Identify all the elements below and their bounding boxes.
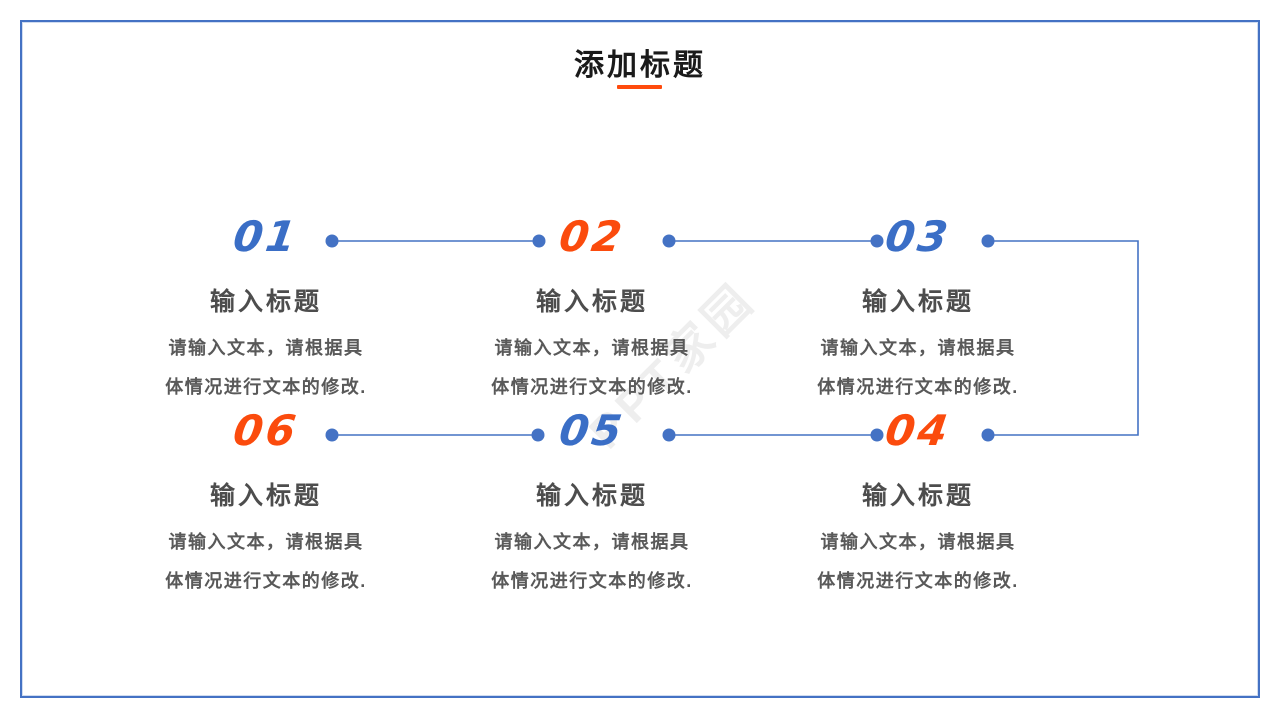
step-05-number: 05 <box>556 406 628 455</box>
step-01-heading: 输入标题 <box>209 288 322 316</box>
step-05-body: 请输入文本，请根据具 体情况进行文本的修改. <box>452 523 732 601</box>
step-02-number: 02 <box>556 212 628 261</box>
body-line: 请输入文本，请根据具 <box>820 532 1016 552</box>
title-underline <box>617 85 662 89</box>
body-line: 体情况进行文本的修改. <box>165 377 367 397</box>
step-06-heading: 输入标题 <box>209 482 322 510</box>
step-06-body: 请输入文本，请根据具 体情况进行文本的修改. <box>126 523 406 601</box>
step-04-heading: 输入标题 <box>861 482 974 510</box>
step-02-heading: 输入标题 <box>535 288 648 316</box>
body-line: 体情况进行文本的修改. <box>491 571 693 591</box>
body-line: 请输入文本，请根据具 <box>820 338 1016 358</box>
step-06-number: 06 <box>230 406 302 455</box>
step-01-body: 请输入文本，请根据具 体情况进行文本的修改. <box>126 329 406 407</box>
step-01: 01 输入标题 请输入文本，请根据具 体情况进行文本的修改. <box>126 212 406 407</box>
body-line: 体情况进行文本的修改. <box>165 571 367 591</box>
step-06: 06 输入标题 请输入文本，请根据具 体情况进行文本的修改. <box>126 406 406 601</box>
step-02-body: 请输入文本，请根据具 体情况进行文本的修改. <box>452 329 732 407</box>
body-line: 请输入文本，请根据具 <box>494 532 690 552</box>
body-line: 体情况进行文本的修改. <box>491 377 693 397</box>
body-line: 体情况进行文本的修改. <box>817 377 1019 397</box>
step-04: 04 输入标题 请输入文本，请根据具 体情况进行文本的修改. <box>778 406 1058 601</box>
step-03-heading: 输入标题 <box>861 288 974 316</box>
body-line: 请输入文本，请根据具 <box>168 338 364 358</box>
page-title: 添加标题 <box>574 49 706 82</box>
step-02: 02 输入标题 请输入文本，请根据具 体情况进行文本的修改. <box>452 212 732 407</box>
body-line: 体情况进行文本的修改. <box>817 571 1019 591</box>
body-line: 请输入文本，请根据具 <box>168 532 364 552</box>
step-05-heading: 输入标题 <box>535 482 648 510</box>
step-04-number: 04 <box>882 406 954 455</box>
step-04-body: 请输入文本，请根据具 体情况进行文本的修改. <box>778 523 1058 601</box>
step-03-number: 03 <box>882 212 954 261</box>
step-03: 03 输入标题 请输入文本，请根据具 体情况进行文本的修改. <box>778 212 1058 407</box>
body-line: 请输入文本，请根据具 <box>494 338 690 358</box>
step-01-number: 01 <box>230 212 302 261</box>
step-03-body: 请输入文本，请根据具 体情况进行文本的修改. <box>778 329 1058 407</box>
step-05: 05 输入标题 请输入文本，请根据具 体情况进行文本的修改. <box>452 406 732 601</box>
